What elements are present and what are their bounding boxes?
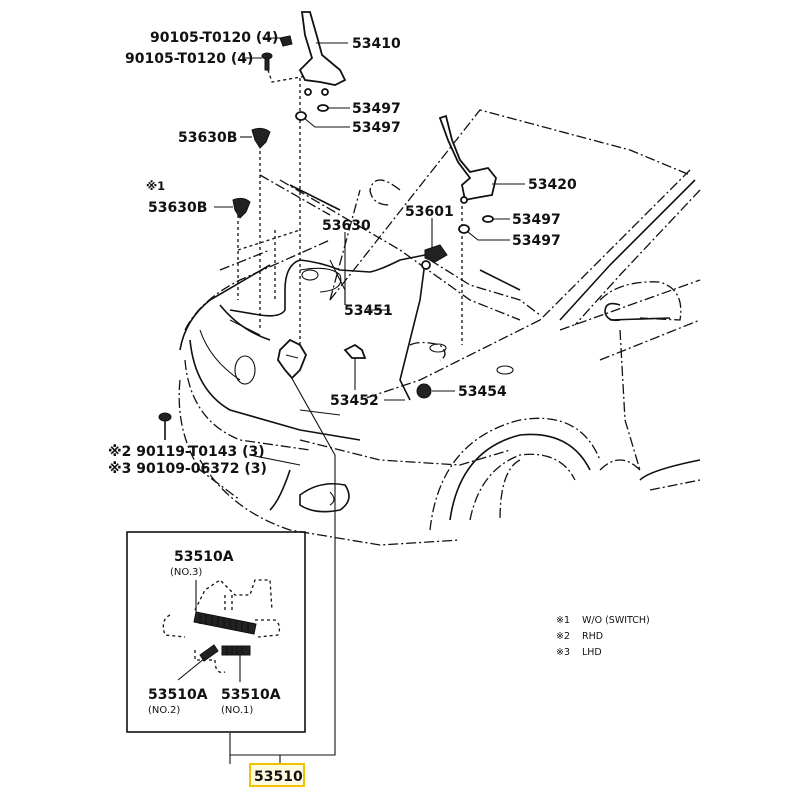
label-bolt-top1[interactable]: 90105-T0120 (4)	[150, 30, 278, 46]
lock-bracket-icon[interactable]	[343, 343, 367, 390]
label-washer-b2[interactable]: 53497	[512, 233, 561, 249]
rod-clip-icon[interactable]	[416, 383, 432, 399]
legend-text-2: RHD	[582, 631, 603, 642]
label-washer-a1[interactable]: 53497	[352, 101, 401, 117]
label-hinge-lh[interactable]: 53410	[352, 36, 401, 52]
release-cable[interactable]	[229, 254, 426, 317]
label-cable[interactable]: 53630	[322, 218, 371, 234]
grommet-53601[interactable]	[424, 244, 448, 263]
label-spring3-part[interactable]: 53510A	[174, 549, 234, 565]
guide-lines	[237, 69, 463, 345]
legend-mark-1: ※1	[556, 615, 570, 626]
footnote-legend: ※1 W/O (SWITCH) ※2 RHD ※3 LHD	[556, 615, 650, 658]
car-body-outline	[178, 109, 701, 546]
washer-icon[interactable]	[458, 224, 470, 234]
label-support-rod[interactable]: 53451	[344, 303, 393, 319]
label-note-mark-1: ※1	[146, 179, 165, 193]
legend-text-3: LHD	[582, 647, 602, 658]
label-spring2-part[interactable]: 53510A	[148, 687, 208, 703]
bolt-icon-2[interactable]	[261, 52, 273, 71]
cushion-icon-2[interactable]	[232, 197, 251, 219]
hinge-lh-53410[interactable]	[298, 11, 347, 96]
legend-mark-3: ※3	[556, 647, 570, 658]
washer-icon[interactable]	[482, 215, 494, 223]
label-washer-a2[interactable]: 53497	[352, 120, 401, 136]
cushion-icon-1[interactable]	[251, 127, 271, 149]
label-washer-b1[interactable]: 53497	[512, 212, 561, 228]
label-bolt-lhd[interactable]: ※3 90109-06372 (3)	[108, 461, 267, 477]
label-lock-bracket[interactable]: 53452	[330, 393, 379, 409]
spring-detail-inset: 53510A (NO.3) 53510A (NO.2) 53510A (NO.1…	[126, 531, 306, 733]
label-hinge-rh[interactable]: 53420	[528, 177, 577, 193]
washer-icon[interactable]	[317, 104, 329, 112]
bolt-icon-3[interactable]	[158, 412, 172, 440]
washer-icon[interactable]	[295, 111, 307, 121]
legend-text-1: W/O (SWITCH)	[582, 615, 650, 626]
label-cushion-b2[interactable]: 53630B	[148, 200, 207, 216]
leader-lines	[214, 37, 525, 764]
support-rod-53451[interactable]	[399, 261, 426, 401]
legend-mark-2: ※2	[556, 631, 570, 642]
label-spring2-no: (NO.2)	[148, 705, 180, 716]
label-bolt-rhd[interactable]: ※2 90119-T0143 (3)	[108, 444, 265, 460]
label-lock-assy[interactable]: 53510	[254, 769, 303, 785]
label-grommet[interactable]: 53601	[405, 204, 454, 220]
label-spring1-part[interactable]: 53510A	[221, 687, 281, 703]
label-spring1-no: (NO.1)	[221, 705, 253, 716]
hood-lock-icon[interactable]	[277, 338, 308, 380]
spring-no2-icon[interactable]	[199, 644, 219, 662]
label-cushion-b1[interactable]: 53630B	[178, 130, 237, 146]
spring-no1-icon[interactable]	[221, 645, 251, 656]
lock-assy-label-box[interactable]: 53510	[249, 763, 305, 787]
spring-no3-icon[interactable]	[193, 611, 257, 635]
label-bolt-top2[interactable]: 90105-T0120 (4)	[125, 51, 253, 67]
bolt-icon-1[interactable]	[279, 35, 293, 47]
hinge-rh-53420[interactable]	[438, 114, 497, 204]
label-rod-clip[interactable]: 53454	[458, 384, 507, 400]
label-spring3-no: (NO.3)	[170, 567, 202, 578]
